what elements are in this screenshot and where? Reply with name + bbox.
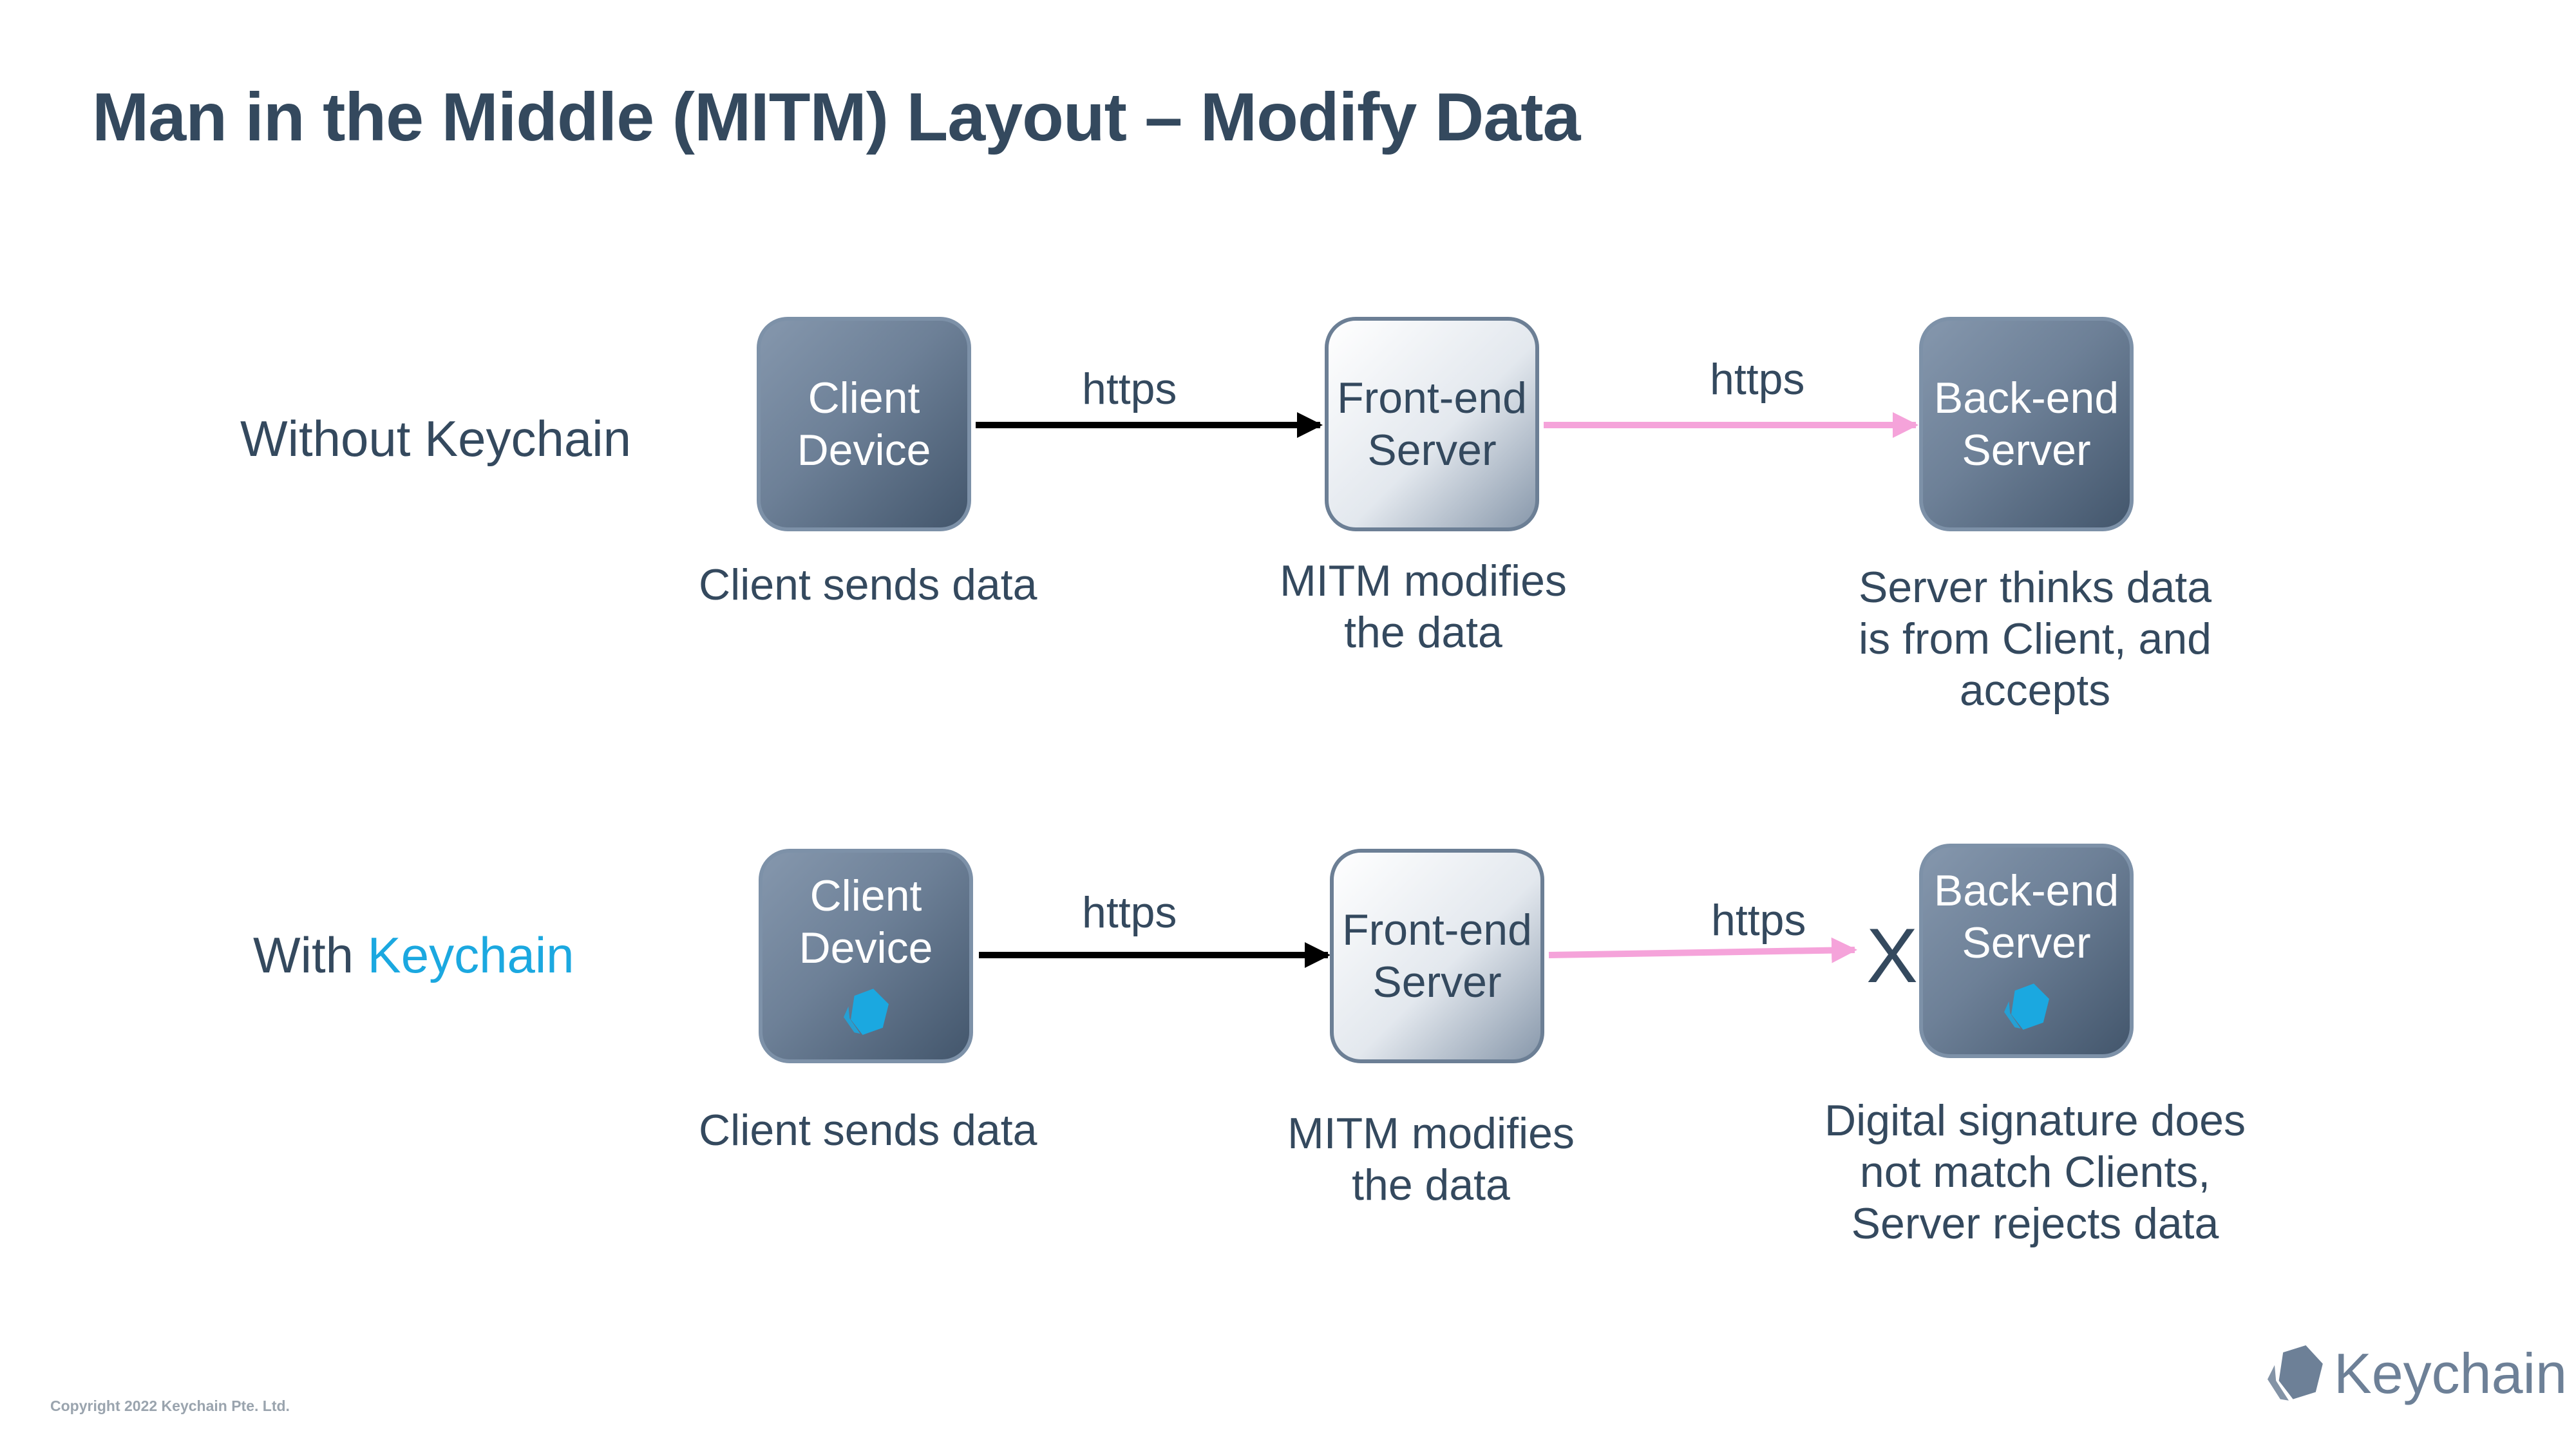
keychain-logo-icon	[2003, 983, 2049, 1030]
caption-line: Server rejects data	[1851, 1199, 2219, 1248]
node-label-line2: Server	[1367, 425, 1497, 475]
caption-client: Client sends data	[699, 559, 1037, 611]
caption-frontend: MITM modifies the data	[1262, 555, 1584, 658]
node-label-line1: Front-end	[1342, 905, 1532, 955]
node-label-line2: Device	[799, 923, 933, 972]
caption-line: accepts	[1959, 666, 2111, 715]
caption-line: is from Client, and	[1859, 614, 2211, 663]
node-client-device-keychain: Client Device	[759, 849, 973, 1063]
caption-line: Digital signature does	[1824, 1096, 2246, 1145]
row-label-with-keychain: With Keychain	[253, 926, 574, 985]
node-label-line1: Back-end	[1933, 866, 2119, 916]
edge-label-https: https	[1711, 896, 1806, 945]
row-label-without-keychain: Without Keychain	[240, 410, 631, 467]
edge-label-https: https	[1710, 355, 1805, 404]
node-frontend-server: Front-end Server	[1325, 317, 1539, 531]
node-label-line2: Device	[797, 425, 931, 475]
node-backend-server-keychain: Back-end Server	[1919, 844, 2134, 1058]
copyright-text: Copyright 2022 Keychain Pte. Ltd.	[50, 1397, 290, 1414]
caption-line: Server thinks data	[1858, 563, 2212, 612]
caption-backend: Digital signature does not match Clients…	[1803, 1095, 2267, 1249]
edge-label-https: https	[1082, 365, 1177, 413]
caption-frontend: MITM modifies the data	[1270, 1108, 1592, 1211]
caption-line: Client sends data	[699, 1106, 1037, 1155]
arrow-row2-frontend-to-blocked	[1548, 937, 1857, 963]
node-backend-server: Back-end Server	[1919, 317, 2134, 531]
node-label-line1: Client	[808, 374, 920, 423]
footer-brand-text: Keychain	[2334, 1341, 2568, 1405]
row-label-prefix: With	[253, 927, 368, 983]
footer-brand: Keychain	[2260, 1338, 2567, 1409]
node-label-line1: Back-end	[1933, 374, 2119, 423]
node-label-line1: Client	[810, 871, 922, 921]
edge-label-https: https	[1082, 888, 1177, 937]
row-label-brand: Keychain	[367, 927, 574, 983]
keychain-logo-icon	[843, 988, 889, 1035]
node-label-line2: Server	[1962, 918, 2091, 967]
node-label-line2: Server	[1962, 425, 2091, 475]
caption-line: the data	[1344, 608, 1502, 657]
caption-backend: Server thinks data is from Client, and a…	[1842, 562, 2228, 716]
node-label-line1: Front-end	[1337, 374, 1527, 423]
reject-mark: X	[1866, 913, 1918, 999]
node-client-device: Client Device	[757, 317, 971, 531]
keychain-logo-icon	[2268, 1345, 2323, 1401]
page-title: Man in the Middle (MITM) Layout – Modify…	[92, 79, 1580, 155]
node-label-line2: Server	[1372, 957, 1502, 1007]
caption-line: MITM modifies	[1280, 556, 1567, 605]
caption-client: Client sends data	[699, 1104, 1037, 1156]
caption-line: MITM modifies	[1287, 1109, 1575, 1158]
caption-line: not match Clients,	[1859, 1148, 2211, 1197]
node-frontend-server-keychain: Front-end Server	[1330, 849, 1544, 1063]
caption-line: Client sends data	[699, 560, 1037, 609]
caption-line: the data	[1352, 1160, 1510, 1209]
